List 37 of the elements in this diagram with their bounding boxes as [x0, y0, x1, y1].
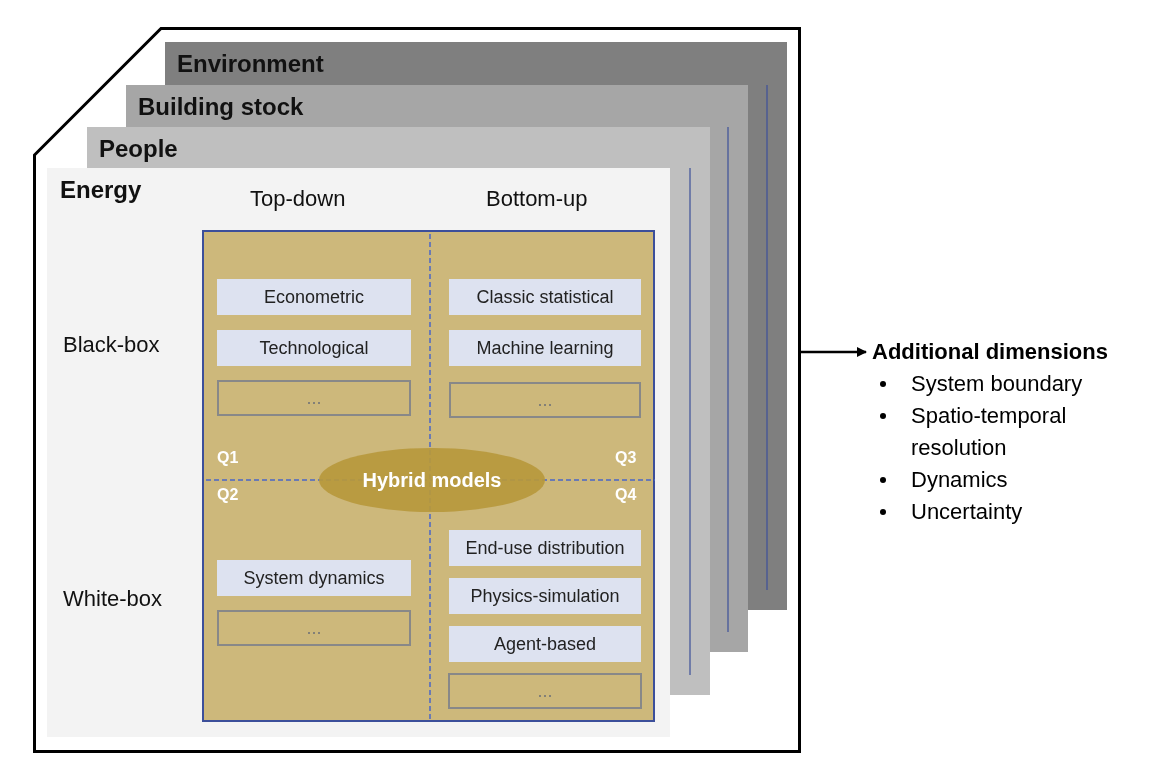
method-box: Classic statistical	[449, 279, 641, 315]
column-heading: Top-down	[250, 186, 346, 212]
method-box: Agent-based	[449, 626, 641, 662]
row-heading: Black-box	[63, 332, 160, 358]
list-heading: Additional dimensions	[872, 338, 1108, 366]
method-box: Econometric	[217, 279, 411, 315]
placeholder-box: ...	[217, 380, 411, 416]
list-item: Uncertainty	[911, 498, 1023, 526]
cube-outline	[33, 27, 801, 753]
list-item: System boundary	[911, 370, 1083, 398]
method-box: End-use distribution	[449, 530, 641, 566]
quadrant-panel	[202, 230, 655, 722]
method-box: Machine learning	[449, 330, 641, 366]
layer-title: Energy	[60, 176, 142, 204]
method-box: Physics-simulation	[449, 578, 641, 614]
layer-title: People	[99, 135, 178, 163]
quadrant-label: Q3	[615, 449, 637, 467]
placeholder-box: ...	[217, 610, 411, 646]
list-item: Spatio-temporal resolution	[911, 402, 1068, 462]
method-box: System dynamics	[217, 560, 411, 596]
placeholder-box: ...	[449, 382, 641, 418]
layer-title: Building stock	[138, 93, 304, 121]
layer-panel	[47, 168, 670, 737]
quadrant-label: Q2	[217, 486, 239, 504]
list-item: Dynamics	[911, 466, 1008, 494]
column-heading: Bottom-up	[486, 186, 588, 212]
placeholder-box: ...	[448, 673, 642, 709]
hybrid-ellipse: Hybrid models	[319, 448, 545, 512]
quadrant-label: Q1	[217, 449, 239, 467]
layer-panel	[87, 127, 710, 168]
arrow	[801, 347, 867, 357]
quadrant-label: Q4	[615, 486, 637, 504]
layer-title: Environment	[177, 50, 324, 78]
layer-panel	[165, 42, 787, 85]
row-heading: White-box	[63, 586, 163, 612]
method-box: Technological	[217, 330, 411, 366]
layer-panel	[126, 85, 748, 127]
